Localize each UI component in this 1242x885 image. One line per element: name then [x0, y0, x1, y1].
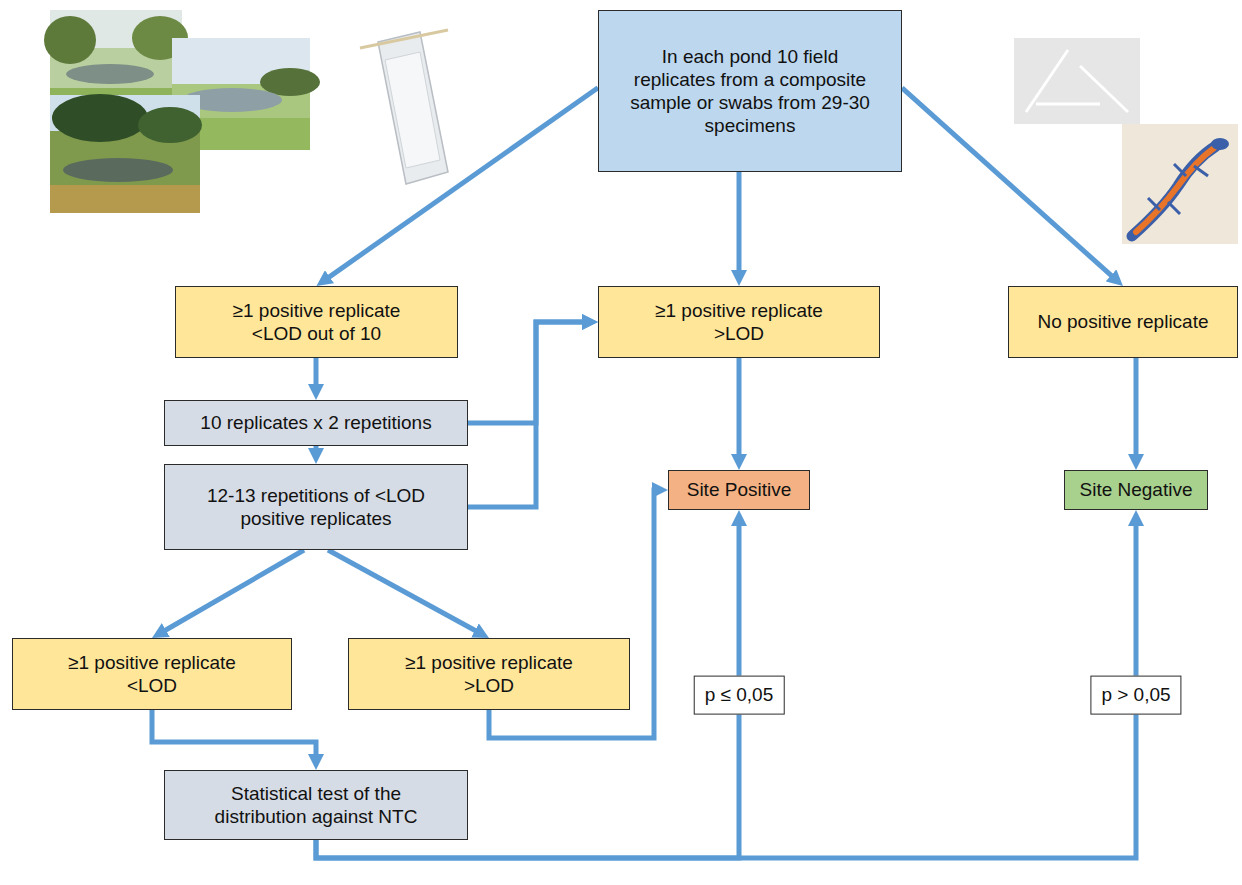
text-wrap: Statistical test of the distribution aga…: [195, 782, 437, 828]
flow-arrow: [737, 172, 742, 278]
result-box: No positive replicate: [1008, 286, 1238, 358]
flow-arrow: [1134, 358, 1139, 462]
result-box: ≥1 positive replicate >LOD: [348, 638, 630, 710]
text-wrap: Site Positive: [687, 478, 792, 501]
p-value-label: p > 0,05: [1090, 675, 1181, 714]
result-box: ≥1 positive replicate <LOD: [12, 638, 292, 710]
newt-photo: [1122, 124, 1238, 244]
flow-arrow: [314, 358, 319, 392]
text-wrap: No positive replicate: [1037, 310, 1208, 333]
text-wrap: ≥1 positive replicate <LOD out of 10: [212, 299, 421, 345]
result-box: ≥1 positive replicate >LOD: [598, 286, 880, 358]
text-wrap: ≥1 positive replicate >LOD: [635, 299, 843, 345]
text-wrap: In each pond 10 field replicates from a …: [623, 45, 877, 138]
box-text: 12-13 repetitions of <LOD positive repli…: [195, 484, 437, 530]
flow-arrow: [328, 550, 482, 634]
text-wrap: 10 replicates x 2 repetitions: [200, 411, 431, 434]
flow-arrow: [468, 322, 590, 423]
flow-arrow: [323, 88, 598, 282]
flow-arrow: [152, 710, 316, 762]
box-text: ≥1 positive replicate >LOD: [385, 651, 593, 697]
p-value-label: p ≤ 0,05: [694, 675, 785, 714]
box-text: Site Positive: [687, 478, 792, 501]
box-text: No positive replicate: [1037, 310, 1208, 333]
box-text: Site Negative: [1079, 478, 1192, 501]
box-text: ≥1 positive replicate <LOD out of 10: [212, 299, 421, 345]
text-wrap: 12-13 repetitions of <LOD positive repli…: [195, 484, 437, 530]
pond-photos: [44, 10, 320, 213]
box-text: Statistical test of the distribution aga…: [195, 782, 437, 828]
process-box: Statistical test of the distribution aga…: [164, 770, 468, 840]
flow-arrow: [902, 88, 1117, 281]
flow-arrow: [159, 550, 304, 634]
flow-arrow: [468, 322, 590, 507]
process-box: 12-13 repetitions of <LOD positive repli…: [164, 464, 468, 550]
swabs-photo: [1014, 38, 1140, 124]
start-box: In each pond 10 field replicates from a …: [598, 10, 902, 172]
flow-arrow: [737, 358, 742, 462]
outcome-box: Site Negative: [1064, 470, 1208, 510]
outcome-box: Site Positive: [668, 470, 810, 510]
text-wrap: ≥1 positive replicate >LOD: [385, 651, 593, 697]
box-text: ≥1 positive replicate >LOD: [635, 299, 843, 345]
flow-arrow: [314, 446, 319, 456]
sample-bag: [360, 30, 448, 184]
box-text: ≥1 positive replicate <LOD: [49, 651, 255, 697]
box-text: In each pond 10 field replicates from a …: [623, 45, 877, 138]
text-wrap: ≥1 positive replicate <LOD: [49, 651, 255, 697]
process-box: 10 replicates x 2 repetitions: [164, 400, 468, 446]
text-wrap: Site Negative: [1079, 478, 1192, 501]
box-text: 10 replicates x 2 repetitions: [200, 411, 431, 434]
result-box: ≥1 positive replicate <LOD out of 10: [175, 286, 458, 358]
